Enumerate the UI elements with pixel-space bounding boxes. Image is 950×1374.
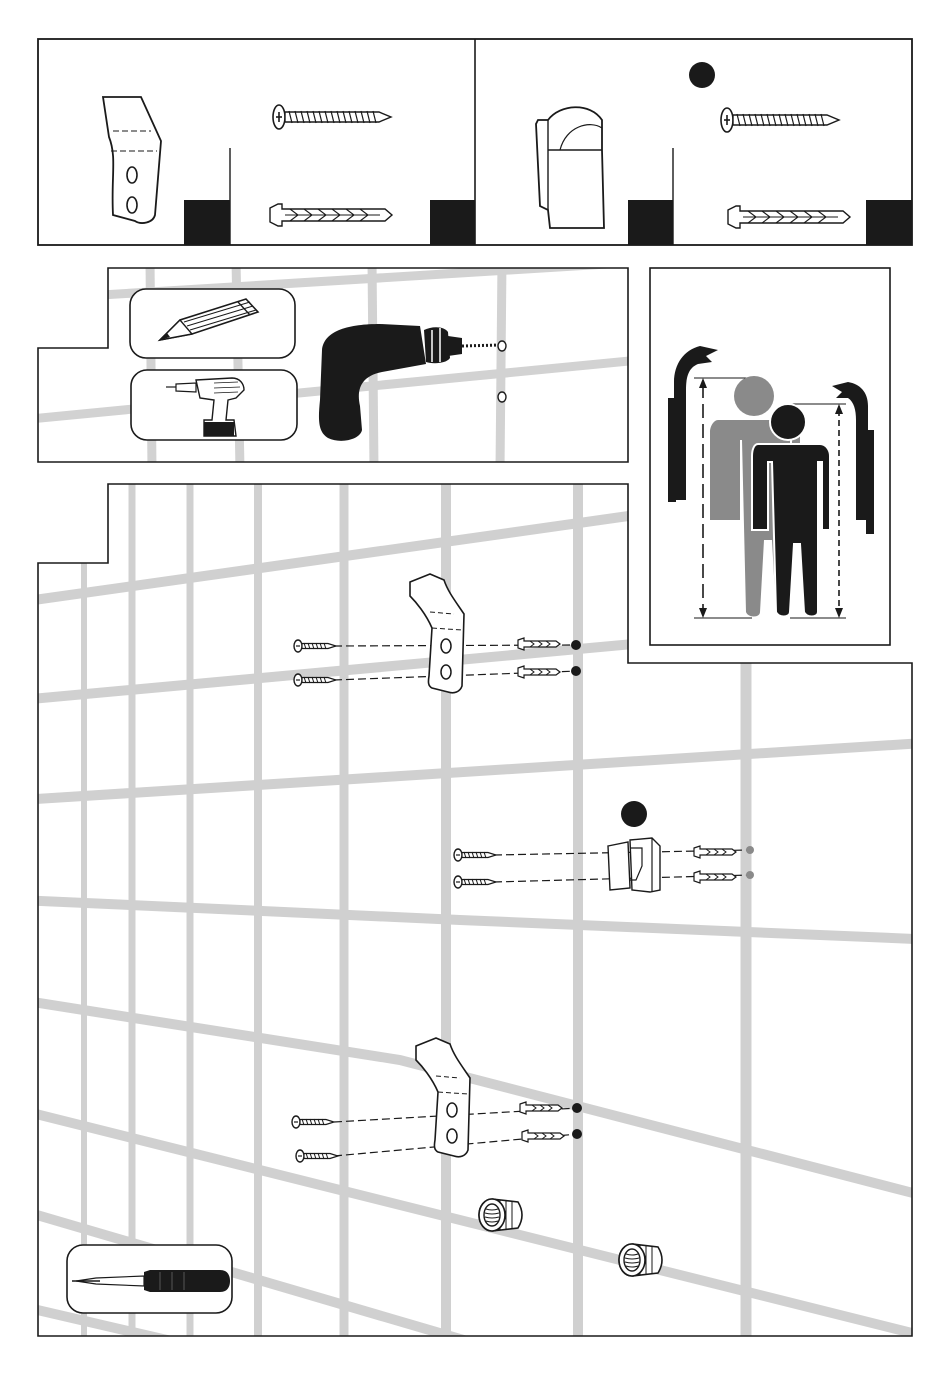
group-marker-icon (689, 62, 715, 88)
quantity-badge-1 (184, 200, 230, 245)
quantity-badge-3 (628, 200, 673, 245)
height-panel (650, 268, 890, 645)
quantity-badge-4 (866, 200, 912, 245)
part-glass-clip-icon (536, 107, 604, 228)
drill-hole-dot (746, 846, 754, 854)
group-marker-icon (621, 801, 647, 827)
drill-hole-dot (746, 871, 754, 879)
parts-panel (38, 39, 912, 245)
drill-hole-marker (498, 392, 506, 402)
drill-hole-dot (571, 666, 581, 676)
drill-panel (20, 260, 640, 470)
end-cap-icon (619, 1244, 662, 1276)
drill-hole-marker (498, 341, 506, 351)
glass-clip-icon (608, 838, 660, 892)
drill-hole-dot (571, 640, 581, 650)
quantity-badge-2 (430, 200, 475, 245)
end-cap-icon (479, 1199, 522, 1231)
drill-hole-dot (572, 1129, 582, 1139)
drill-hole-dot (572, 1103, 582, 1113)
